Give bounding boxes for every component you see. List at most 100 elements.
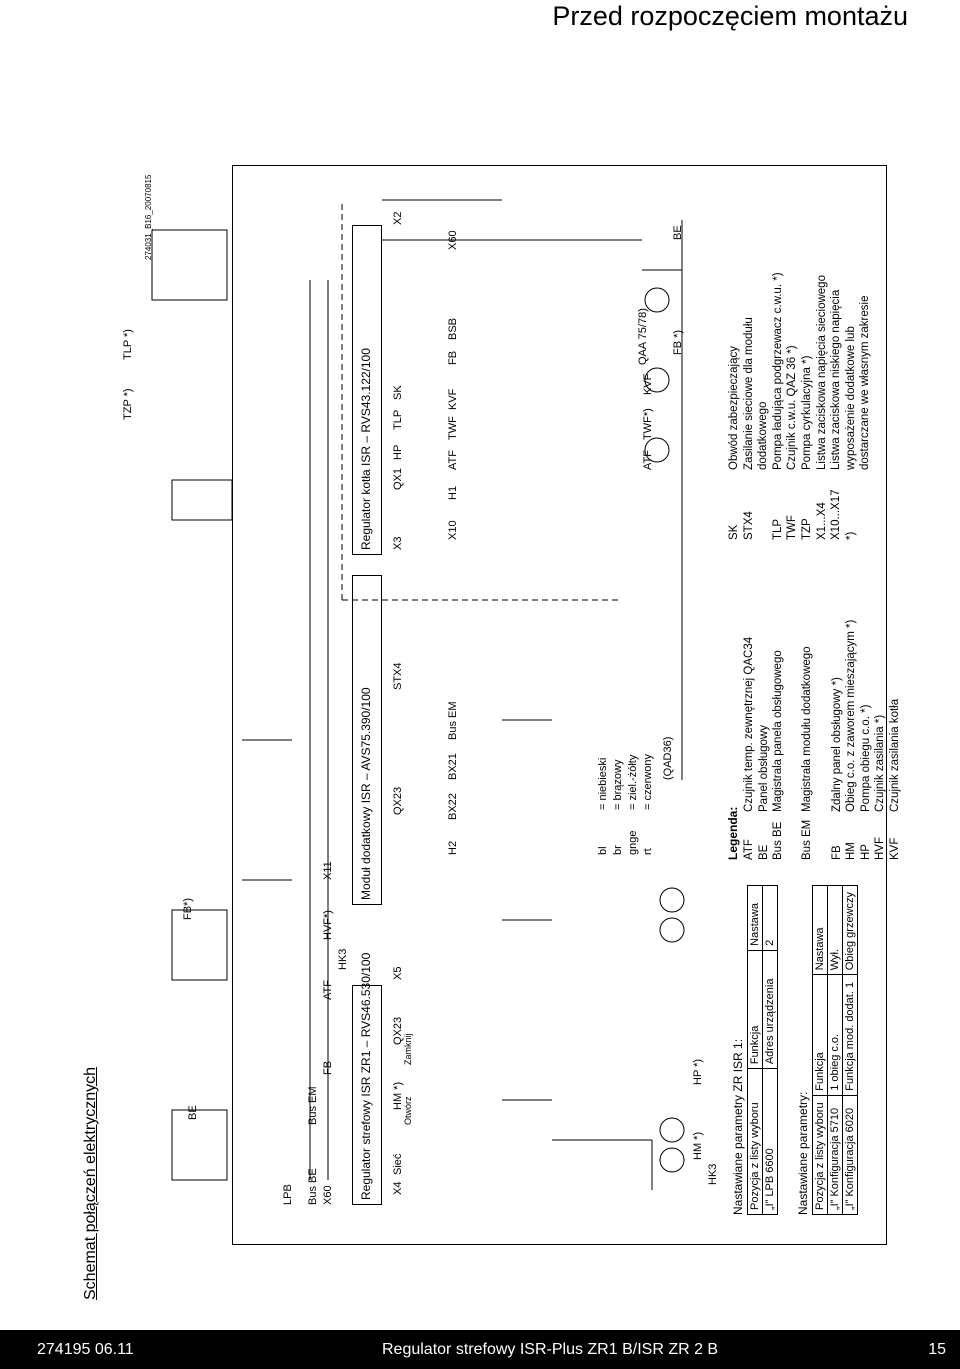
label-x2: X2 — [392, 211, 404, 225]
label-fb: FB — [322, 1060, 334, 1075]
legend-row: HPPompa obiegu c.o. *) — [859, 620, 874, 860]
legend-desc: Magistrala modułu dodatkowego — [801, 646, 814, 812]
legend-desc: Czujnik temp. zewnętrznej QAC34 — [743, 636, 755, 812]
legend-row — [815, 620, 830, 860]
legend-desc: Pompa ładująca podgrzewacz c.w.u. *) — [771, 272, 784, 470]
table1-header: Pozycja z listy wyboru — [747, 1068, 763, 1215]
wiring-lines — [151, 199, 685, 1190]
label-bus-em-2: Bus EM — [447, 701, 459, 740]
legend-row: FBZdalny panel obsługowy *) — [830, 620, 845, 860]
table1-title: Nastawiane parametry ZR ISR 1: — [731, 1038, 745, 1215]
legend-key: HM — [845, 842, 858, 860]
label-h2: H2 — [447, 840, 459, 855]
label-x3: X3 — [392, 536, 404, 550]
legend-row: X10...X17 Listwa zaciskowa niskiego napię… — [829, 272, 844, 540]
label-kvf: KVF — [447, 388, 459, 410]
label-x5: X5 — [392, 966, 404, 980]
boiler-title: Regulator kotła ISR – RVS43.122/100 — [359, 348, 373, 550]
table2-header: Nastawa — [812, 885, 828, 975]
legend-desc: wyposażenie dodatkowe lub — [844, 326, 857, 470]
label-sk: SK — [392, 385, 404, 400]
legend-row: ATFCzujnik temp. zewnętrznej QAC34 — [742, 620, 757, 860]
legend-key: TZP — [800, 518, 813, 540]
label-bus-em: Bus EM — [307, 1086, 319, 1125]
label-atf: ATF — [322, 980, 334, 1000]
color-code: rt — [642, 848, 654, 855]
legend-row: HVFCzujnik zasilania *) — [873, 620, 888, 860]
label-hm-star: HM *) — [692, 1131, 704, 1160]
legend-key: HP — [859, 844, 872, 860]
label-qad: (QAD36) — [662, 736, 674, 780]
legend-key: KVF — [888, 837, 901, 860]
label-be-2: BE — [672, 225, 684, 240]
label-tzp: TZP *) — [122, 388, 134, 420]
footer-doc-number: 274195 06.11 — [37, 1341, 134, 1358]
label-x60-b: X60 — [447, 230, 459, 250]
legend-row: KVF Czujnik zasilania kotła — [888, 620, 903, 860]
legend-desc: Listwa zaciskowa niskiego napięcia — [830, 289, 843, 470]
zr1-title: Regulator strefowy ISR ZR1 – RVS46.530/1… — [359, 952, 373, 1200]
table2-cell: Wył. — [827, 885, 843, 975]
legend-left: ATFCzujnik temp. zewnętrznej QAC34 BEPan… — [742, 620, 903, 860]
label-qx1: QX1 — [392, 467, 404, 490]
legend-row: *)wyposażenie dodatkowe lub — [844, 272, 859, 540]
legend-desc: Panel obsługowy — [757, 725, 770, 812]
label-siec: Sieć — [392, 1153, 404, 1175]
footer-page-number: 15 — [928, 1341, 946, 1358]
module-title: Moduł dodatkowy ISR – AVS75.390/100 — [359, 687, 373, 900]
label-hp: HP — [392, 444, 404, 460]
label-x60: X60 — [322, 1185, 334, 1205]
legend-row: Bus EM Magistrala modułu dodatkowego — [800, 620, 815, 860]
table1-cell: „I” LPB 6600 — [762, 1068, 778, 1215]
legend-desc — [816, 809, 828, 812]
label-hp-star: HP *) — [692, 1058, 704, 1085]
color-code: gnge — [627, 830, 639, 855]
color-code: br — [612, 845, 624, 855]
label-qx23: QX23 — [392, 1016, 404, 1045]
color-name: = czerwony — [642, 754, 654, 810]
legend-desc: dostarczane we własnym zakresie — [859, 295, 872, 471]
legend-row: SK Obwód zabezpieczający — [727, 272, 742, 540]
legend-row: TWFCzujnik c.w.u. QAZ 36 *) — [785, 272, 800, 540]
legend-row: STX4Zasilanie sieciowe dla modułu — [742, 272, 757, 540]
legend-key: TLP — [771, 518, 784, 540]
legend-desc: Obwód zabezpieczający — [728, 345, 740, 470]
color-name: = niebieski — [597, 757, 609, 810]
legend-desc: Pompa cyrkulacyjna *) — [800, 355, 813, 470]
label-stx4: STX4 — [392, 662, 404, 690]
table2: Pozycja z listy wyboru Funkcja Nastawa „… — [812, 885, 858, 1215]
legend-desc: Magistrala panela obsługowego — [772, 650, 785, 812]
legend-key: Bus BE — [772, 821, 785, 860]
table1-header: Funkcja — [747, 950, 763, 1069]
label-h1: H1 — [447, 485, 459, 500]
label-x4: X4 — [392, 1181, 404, 1195]
table2-cell: 1 obieg c.o. — [827, 974, 843, 1096]
legend-desc: Zdalny panel obsługowy *) — [830, 677, 843, 812]
table2-header: Pozycja z listy wyboru — [812, 1095, 828, 1215]
table2-header: Funkcja — [812, 974, 828, 1096]
legend-desc: Obieg c.o. z zaworem mieszającym *) — [845, 619, 858, 812]
label-twf-sensor: TWF*) — [642, 408, 654, 440]
label-fb-star-2: FB *) — [672, 329, 684, 355]
legend-key: SK — [728, 524, 740, 540]
legend-desc: Czujnik zasilania kotła — [888, 698, 901, 812]
table1-cell: Adres urządzenia — [762, 950, 778, 1069]
label-kvf-sensor: KVF — [642, 373, 654, 395]
table1-header: Nastawa — [747, 885, 763, 951]
label-be: BE — [187, 1105, 199, 1120]
legend-row: TZP Pompa cyrkulacyjna *) — [800, 272, 815, 540]
legend-row: BEPanel obsługowy — [757, 620, 772, 860]
table2-cell: Obieg grzewczy — [842, 885, 858, 975]
page-header: Przed rozpoczęciem montażu — [552, 1, 908, 31]
label-atf-b: ATF — [447, 450, 459, 470]
legend-key: Bus EM — [801, 819, 814, 860]
label-otworz: Otwórz — [403, 1096, 413, 1125]
label-bx21: BX21 — [447, 753, 459, 780]
legend-row: dodatkowego — [756, 272, 771, 540]
label-hvf-hk3: HK3 — [337, 948, 349, 970]
legend-key: X10...X17 — [830, 489, 843, 540]
legend-desc: Czujnik zasilania *) — [874, 714, 887, 812]
label-qx23-b: QX23 — [392, 786, 404, 815]
label-qaa: QAA 75/78) — [637, 308, 649, 365]
label-bx22: BX22 — [447, 793, 459, 820]
